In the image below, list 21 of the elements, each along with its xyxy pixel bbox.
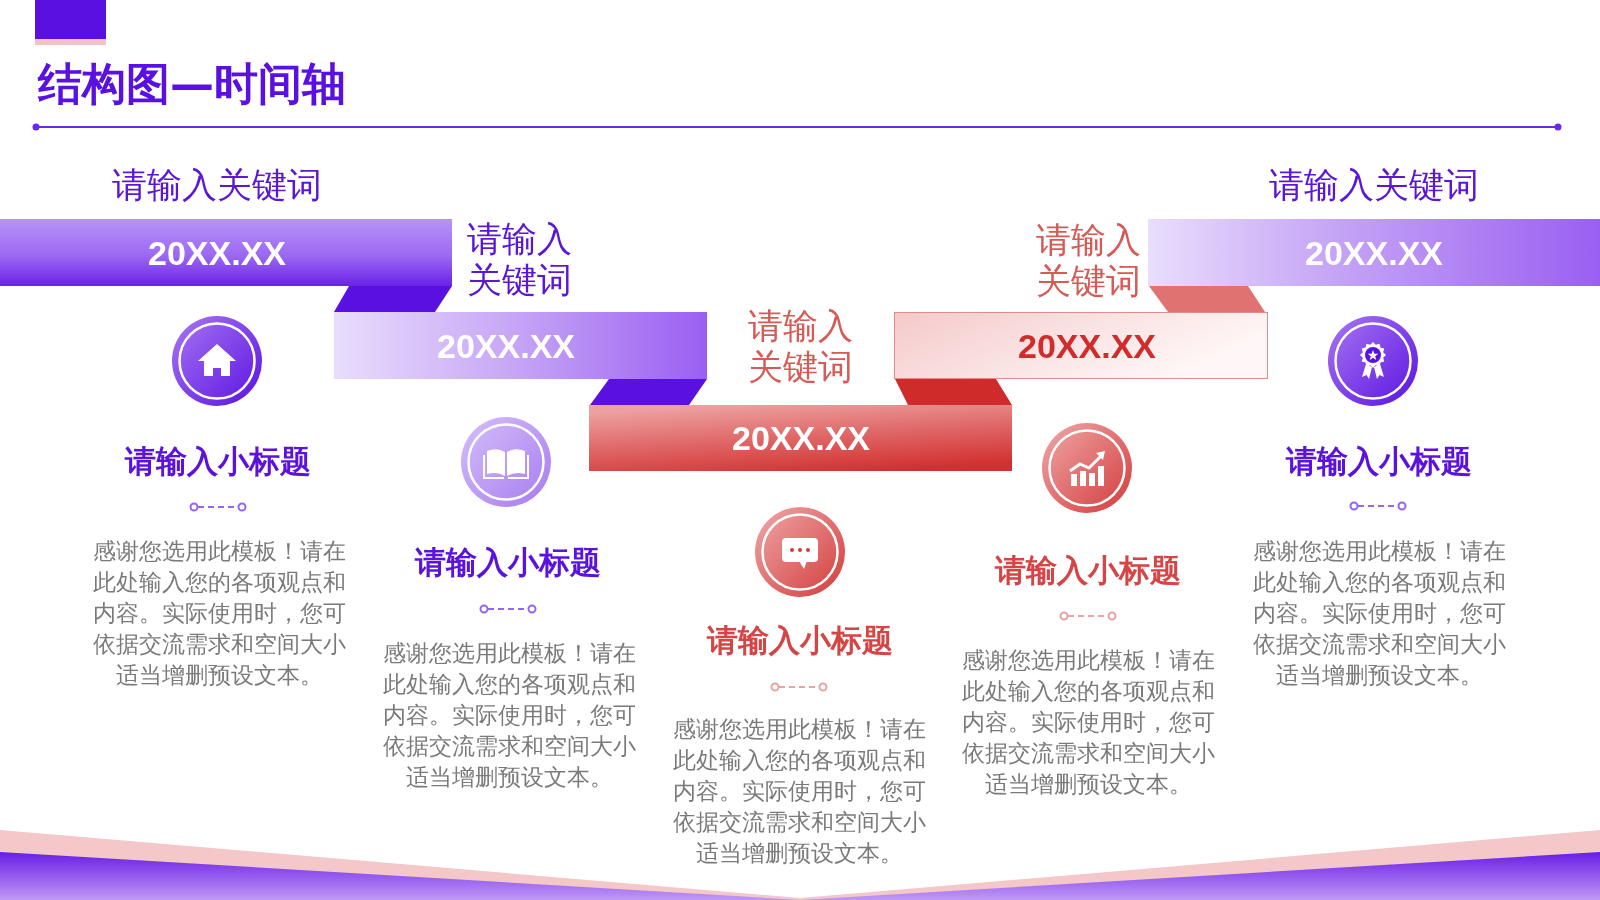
body-text: 感谢您选用此模板！请在此处输入您的各项观点和内容。实际使用时，您可依据交流需求和空间大小适当增删预设文本。 (381, 639, 637, 792)
keyword-text: 请输入关键词 (1269, 164, 1479, 206)
subtitle: 请输入小标题 (125, 442, 311, 480)
body-text: 感谢您选用此模板！请在此处输入您的各项观点和内容。实际使用时，您可依据交流需求和空间大小适当增删预设文本。 (671, 715, 927, 868)
keyword-text: 请输入关键词 (1036, 220, 1142, 302)
date-label: 20XX.XX (148, 232, 286, 273)
date-label: 20XX.XX (1018, 325, 1156, 366)
subtitle: 请输入小标题 (995, 551, 1181, 589)
date-label: 20XX.XX (437, 325, 575, 366)
date-label: 20XX.XX (1305, 232, 1443, 273)
subtitle: 请输入小标题 (707, 621, 893, 659)
page-title: 结构图—时间轴 (38, 58, 346, 110)
body-text: 感谢您选用此模板！请在此处输入您的各项观点和内容。实际使用时，您可依据交流需求和空间大小适当增删预设文本。 (1251, 537, 1507, 690)
subtitle: 请输入小标题 (415, 543, 601, 581)
keyword-text: 请输入关键词 (748, 306, 854, 388)
keyword-text: 请输入关键词 (467, 219, 573, 301)
body-text: 感谢您选用此模板！请在此处输入您的各项观点和内容。实际使用时，您可依据交流需求和空间大小适当增删预设文本。 (960, 646, 1216, 799)
body-text: 感谢您选用此模板！请在此处输入您的各项观点和内容。实际使用时，您可依据交流需求和空间大小适当增删预设文本。 (91, 537, 347, 690)
date-label: 20XX.XX (732, 418, 870, 458)
keyword-text: 请输入关键词 (112, 164, 322, 206)
subtitle: 请输入小标题 (1286, 442, 1472, 480)
